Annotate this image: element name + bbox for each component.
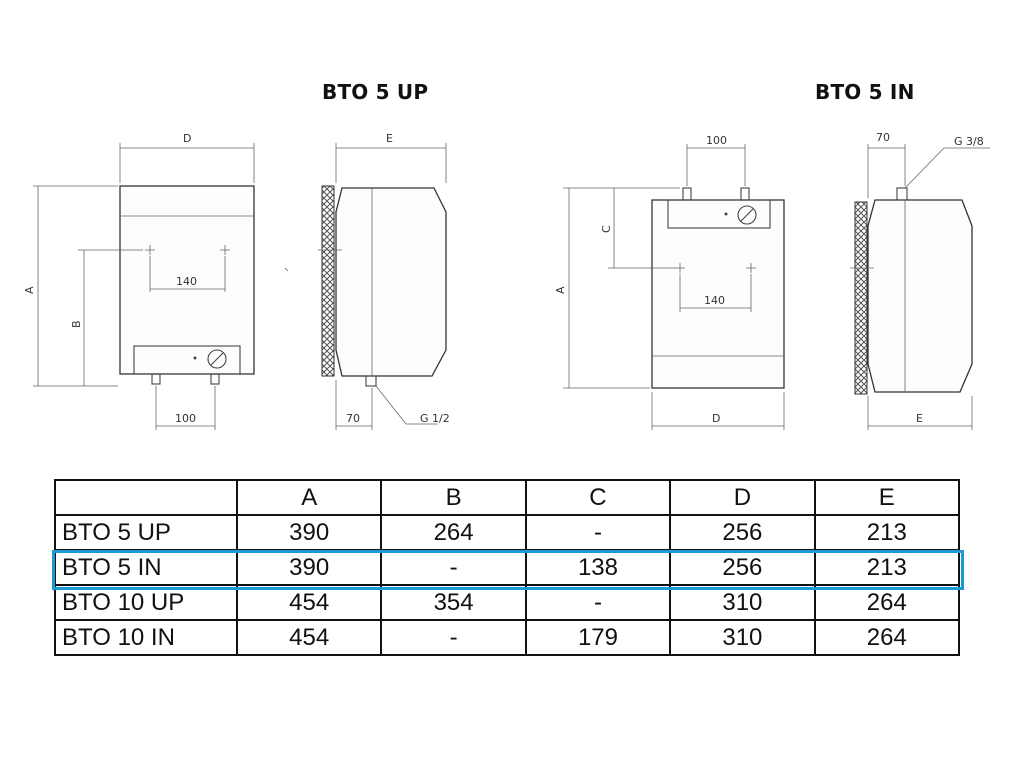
table-cell: 256 <box>669 514 816 551</box>
table-cell: 264 <box>380 514 527 551</box>
up-dim-b-label: B <box>70 320 83 328</box>
table-cell: 354 <box>380 584 527 621</box>
up-dim-a-label: A <box>23 286 36 294</box>
in-dim-d-label: D <box>712 412 720 425</box>
table-cell: 390 <box>235 514 383 551</box>
table-cell: 310 <box>669 584 816 621</box>
up-dim-100-label: 100 <box>175 412 196 425</box>
in-dim-70-label: 70 <box>876 131 890 144</box>
table-cell: - <box>524 514 672 551</box>
bto-5-in-title: BTO 5 IN <box>815 80 915 104</box>
up-dim-e-label: E <box>386 132 393 145</box>
table-cell: 179 <box>524 619 672 656</box>
table-header-cell: B <box>380 479 527 516</box>
table-header-cell: E <box>813 479 961 516</box>
table-cell: 264 <box>813 619 961 656</box>
up-dim-70-label: 70 <box>346 412 360 425</box>
in-connection-label: G 3/8 <box>954 135 984 148</box>
table-cell: 256 <box>669 549 816 586</box>
table-cell: 138 <box>524 549 672 586</box>
up-dim-140-label: 140 <box>176 275 197 288</box>
table-cell: 454 <box>235 619 383 656</box>
bto-5-up-title: BTO 5 UP <box>322 80 429 104</box>
in-dim-100-label: 100 <box>706 134 727 147</box>
table-header-row: A B C D E <box>54 479 961 516</box>
dimensions-table: A B C D E BTO 5 UP 390 264 - 256 213 BTO… <box>54 479 961 656</box>
table-cell: - <box>380 619 527 656</box>
in-side-view: 70 G 3/8 E <box>850 131 990 430</box>
table-header-cell: D <box>669 479 816 516</box>
in-dim-a-label: A <box>554 286 567 294</box>
table-row: BTO 10 UP 454 354 - 310 264 <box>54 584 961 621</box>
table-cell: 310 <box>669 619 816 656</box>
in-front-view: 100 C A 140 D <box>554 134 785 430</box>
table-header-cell: C <box>524 479 672 516</box>
table-row-highlighted: BTO 5 IN 390 - 138 256 213 <box>54 549 961 586</box>
table-header-cell: A <box>235 479 383 516</box>
in-dim-140-label: 140 <box>704 294 725 307</box>
table-cell: - <box>380 549 527 586</box>
table-cell: 454 <box>235 584 383 621</box>
in-dim-e-label: E <box>916 412 923 425</box>
technical-drawing: D A B 140 100 E 70 G 1/2 <box>23 131 990 430</box>
table-row: BTO 10 IN 454 - 179 310 264 <box>54 619 961 656</box>
table-cell: 264 <box>813 584 961 621</box>
table-cell-model: BTO 10 UP <box>54 584 238 621</box>
up-dim-d-label: D <box>183 132 191 145</box>
table-cell: 213 <box>813 514 961 551</box>
up-side-view: E 70 G 1/2 <box>318 132 450 430</box>
table-header-cell <box>54 479 238 516</box>
table-cell: 390 <box>235 549 383 586</box>
up-connection-label: G 1/2 <box>420 412 450 425</box>
table-cell: 213 <box>813 549 961 586</box>
table-row: BTO 5 UP 390 264 - 256 213 <box>54 514 961 551</box>
up-front-view: D A B 140 100 <box>23 132 255 430</box>
table-cell-model: BTO 5 IN <box>54 549 238 586</box>
table-cell-model: BTO 10 IN <box>54 619 238 656</box>
table-cell: - <box>524 584 672 621</box>
table-cell-model: BTO 5 UP <box>54 514 238 551</box>
in-dim-c-label: C <box>600 225 613 233</box>
